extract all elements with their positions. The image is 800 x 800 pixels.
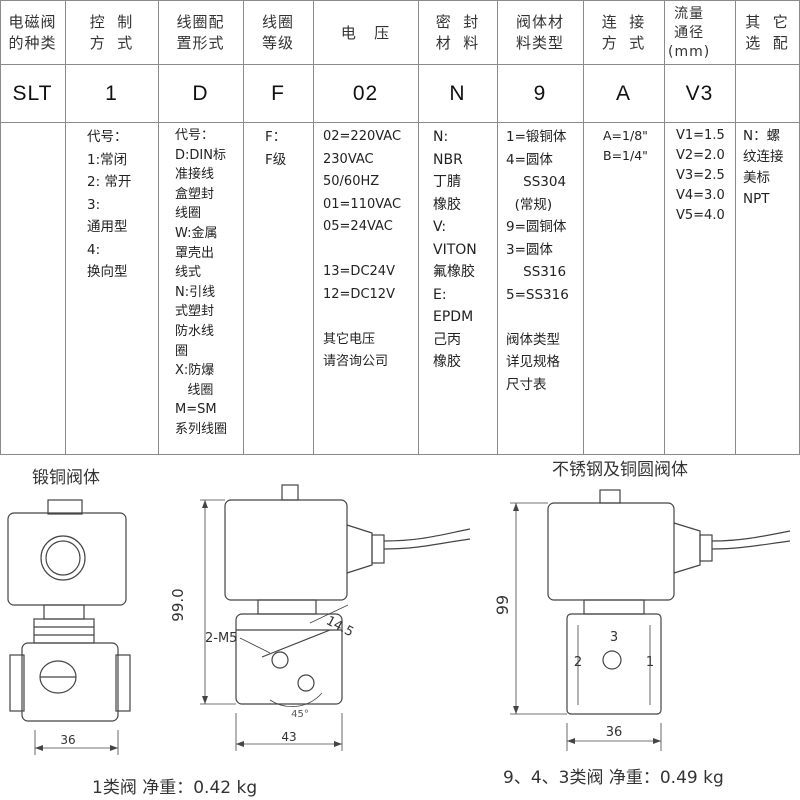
header-options: 其 它 选 配: [745, 13, 789, 52]
header-control-mode: 控 制 方 式: [89, 13, 134, 52]
table-col-border: [735, 0, 736, 455]
forged-width-dim: 36: [60, 733, 75, 747]
forged-valve-front-view: [7, 499, 131, 755]
port-2-label: 2: [574, 655, 582, 670]
table-col-border: [0, 0, 1, 455]
table-top-border: [0, 0, 800, 1]
table-col-border: [158, 0, 159, 455]
code-connection: A: [615, 82, 631, 105]
desc-connection: A=1/8" B=1/4": [603, 128, 648, 163]
header-voltage: 电 压: [340, 23, 391, 42]
desc-options: N：螺 纹连接 美标 NPT: [743, 128, 784, 207]
desc-orifice: V1=1.5 V2=2.0 V3=2.5 V4=3.0 V5=4.0: [676, 128, 725, 223]
round-body-weight: 9、4、3类阀 净重：0.49 kg: [503, 768, 724, 788]
desc-coil-class: F： F级: [265, 129, 287, 168]
table-col-border: [497, 0, 498, 455]
table-col-border: [664, 0, 665, 455]
desc-control-mode: 代号： 1:常闭 2: 常开 3: 通用型 4: 换向型: [87, 129, 132, 280]
dimension-drawings: 锻铜阀体 不锈钢及铜圆阀体 1类阀 净重：0.42 kg 9、4、3类阀 净重：…: [0, 455, 800, 800]
code-body-material: 9: [533, 82, 547, 105]
table-code-divider: [0, 122, 800, 123]
header-connection: 连 接 方 式: [601, 13, 646, 52]
desc-voltage: 02=220VAC 230VAC 50/60HZ 01=110VAC 05=24…: [323, 129, 402, 369]
code-valve-type: SLT: [12, 82, 53, 105]
code-control-mode: 1: [105, 82, 118, 105]
desc-coil-config: 代号： D:DIN标 准接线 盒塑封 线圈 W:金属 罩壳出 线式 N:引线 式…: [175, 128, 228, 437]
table-bottom-border: [0, 454, 800, 455]
port-1-label: 1: [646, 655, 654, 670]
spec-table: 电磁阀 的种类 控 制 方 式 线圈配 置形式 线圈 等级 电 压 密 封 材 …: [0, 0, 800, 455]
forged-valve-side-view: [200, 484, 471, 751]
round-height-dim: 99: [493, 595, 512, 615]
forged-height-dim: 99.0: [169, 588, 187, 621]
forged-spacing-dim: 14.5: [323, 613, 356, 640]
table-col-border: [418, 0, 419, 455]
table-col-border: [243, 0, 244, 455]
header-valve-type: 电磁阀 的种类: [8, 13, 57, 52]
header-seal-material: 密 封 材 料: [435, 13, 480, 52]
forged-angle-dim: 45°: [291, 709, 309, 720]
table-col-border: [313, 0, 314, 455]
forged-screw-label: 2-M5: [205, 631, 237, 646]
code-seal-material: N: [449, 82, 466, 105]
code-coil-class: F: [271, 82, 285, 105]
header-coil-config: 线圈配 置形式: [176, 13, 225, 52]
round-width-dim: 36: [606, 725, 623, 740]
port-3-label: 3: [610, 630, 618, 645]
round-valve-view: [510, 489, 791, 751]
code-coil-config: D: [192, 82, 209, 105]
forged-side-width-dim: 43: [281, 730, 296, 744]
table-col-border: [65, 0, 66, 455]
desc-body-material: 1=锻铜体 4=圆体 SS304 (常规) 9=圆铜体 3=圆体 SS316 5…: [506, 129, 569, 393]
table-col-border: [583, 0, 584, 455]
code-orifice: V3: [685, 82, 714, 105]
code-options: [735, 66, 799, 122]
forged-body-title: 锻铜阀体: [32, 468, 100, 488]
desc-seal-material: N: NBR 丁腈 橡胶 V: VITON 氟橡胶 E: EPDM 己丙 橡胶: [433, 129, 477, 370]
header-orifice: 流量 通径 (mm): [668, 5, 711, 60]
header-body-material: 阀体材 料类型: [515, 13, 564, 52]
forged-body-weight: 1类阀 净重：0.42 kg: [92, 778, 258, 798]
code-voltage: 02: [352, 82, 379, 105]
table-header-divider: [0, 64, 800, 65]
round-body-title: 不锈钢及铜圆阀体: [552, 460, 688, 480]
header-coil-class: 线圈 等级: [261, 13, 294, 52]
valve-dimension-drawing: 36 99: [7, 484, 791, 755]
